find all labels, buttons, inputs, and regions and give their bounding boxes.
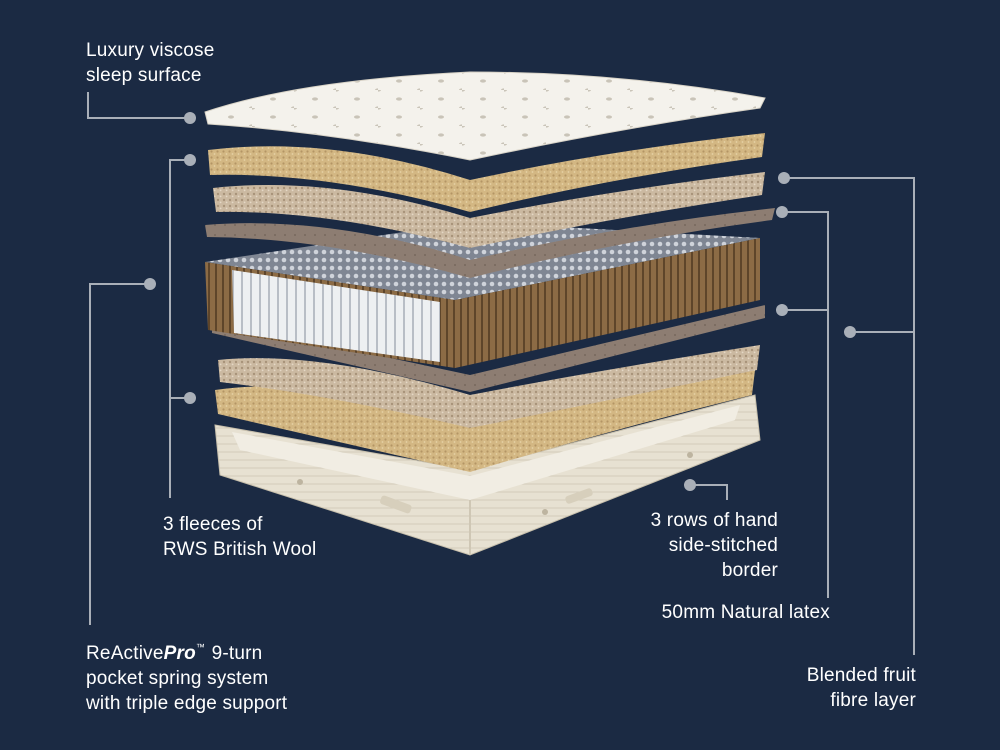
dot-springs bbox=[144, 278, 156, 290]
leader-dots bbox=[144, 112, 856, 491]
label-border-line3: border bbox=[721, 560, 778, 581]
viscose-topper bbox=[204, 71, 766, 161]
leader-lines bbox=[87, 92, 915, 655]
label-springs-line3: with triple edge support bbox=[86, 693, 288, 714]
label-springs-line1: ReActivePro™ 9-turn bbox=[86, 635, 287, 666]
label-wool-line1: 3 fleeces of bbox=[163, 514, 263, 535]
label-wool: 3 fleeces of RWS British Wool bbox=[163, 512, 316, 562]
label-springs-line2: pocket spring system bbox=[86, 668, 269, 689]
label-fibre: Blended fruit fibre layer bbox=[807, 663, 916, 713]
label-border-line1: 3 rows of hand bbox=[650, 510, 778, 531]
brand-plain: ReActive bbox=[86, 643, 164, 664]
wool-layer-top bbox=[208, 133, 765, 212]
label-border-line2: side-stitched bbox=[668, 535, 778, 556]
label-viscose-line2: sleep surface bbox=[86, 65, 202, 86]
fibre-layer-top bbox=[213, 172, 765, 248]
latex-layer-top bbox=[205, 208, 775, 278]
label-latex: 50mm Natural latex bbox=[662, 600, 830, 625]
label-viscose-line1: Luxury viscose bbox=[86, 40, 215, 61]
fibre-layer-bottom bbox=[218, 345, 760, 428]
label-border: 3 rows of hand side-stitched border bbox=[651, 508, 778, 583]
dot-viscose bbox=[184, 112, 196, 124]
dot-fibre-bottom bbox=[844, 326, 856, 338]
trademark-mark: ™ bbox=[195, 642, 206, 652]
brand-italic: Pro bbox=[163, 643, 196, 664]
leader-viscose bbox=[87, 92, 190, 119]
dot-wool-bottom bbox=[184, 392, 196, 404]
dot-fibre-top bbox=[778, 172, 790, 184]
dot-latex-top bbox=[776, 206, 788, 218]
dot-border bbox=[684, 479, 696, 491]
label-springs-line1-suffix: 9-turn bbox=[206, 643, 263, 664]
label-latex-line1: 50mm Natural latex bbox=[661, 602, 830, 623]
label-wool-line2: RWS British Wool bbox=[163, 539, 317, 560]
dot-wool-top bbox=[184, 154, 196, 166]
latex-layer-bottom bbox=[212, 305, 765, 392]
label-fibre-line2: fibre layer bbox=[830, 690, 916, 711]
label-springs: ReActivePro™ 9-turn pocket spring system… bbox=[86, 635, 287, 716]
dot-latex-bottom bbox=[776, 304, 788, 316]
leader-fibre bbox=[784, 177, 915, 655]
leader-latex bbox=[782, 211, 829, 598]
leader-border bbox=[690, 484, 728, 500]
leader-springs bbox=[89, 283, 150, 625]
label-viscose: Luxury viscose sleep surface bbox=[86, 38, 214, 88]
leader-wool bbox=[169, 159, 190, 498]
label-fibre-line1: Blended fruit bbox=[806, 665, 916, 686]
